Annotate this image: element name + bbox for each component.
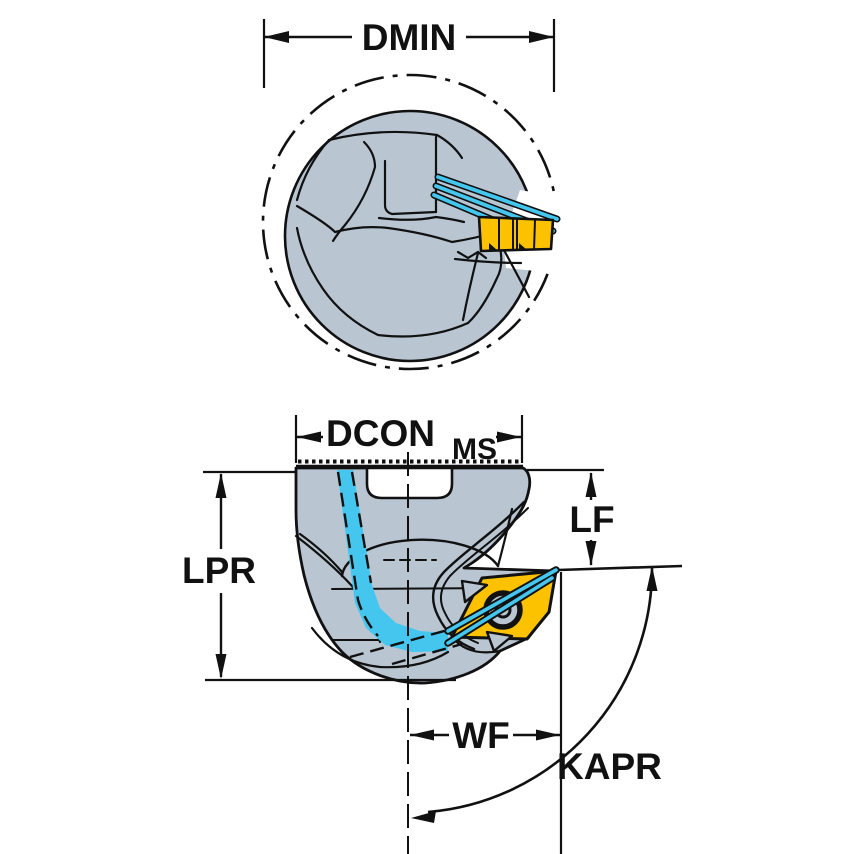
kapr-arrow-bottom [411, 811, 436, 823]
clamp-details [460, 579, 514, 653]
dcon-label: DCON [326, 413, 435, 454]
dcon-arrow-right [497, 431, 521, 443]
top-view: DMIN [261, 17, 566, 371]
dimension-dmin: DMIN [262, 17, 556, 92]
kapr-label: KAPR [557, 746, 662, 787]
coolant-hidden-edges [336, 471, 463, 666]
dimension-lf: LF [527, 468, 683, 572]
dimension-wf: WF [410, 572, 563, 854]
lpr-arrow-up [215, 473, 227, 498]
insert-top-view [477, 215, 555, 253]
dmin-arrow-right [529, 31, 554, 43]
wf-arrow-left [410, 729, 434, 741]
wf-arrow-right [536, 729, 560, 741]
wf-label: WF [452, 715, 510, 756]
coolant-jets [444, 566, 560, 647]
side-view: DCON MS LPR LF [182, 413, 683, 854]
top-slot [365, 466, 454, 500]
lf-arrow-up [585, 472, 597, 497]
dcon-subscript-label: MS [452, 433, 497, 466]
dimension-dcon-ms: DCON MS [294, 413, 524, 466]
serrated-top-edge [296, 459, 523, 469]
dmin-label: DMIN [362, 17, 457, 58]
dmin-arrow-left [264, 31, 289, 43]
dimension-lpr: LPR [182, 470, 456, 682]
kapr-arrow-top [646, 566, 658, 591]
lpr-label: LPR [182, 550, 256, 591]
dcon-arrow-left [297, 431, 321, 443]
lf-label: LF [569, 499, 614, 540]
lf-arrow-down [585, 541, 597, 566]
coolant-channel [337, 470, 448, 652]
lpr-arrow-down [215, 654, 227, 679]
dimension-kapr: KAPR [411, 566, 662, 823]
